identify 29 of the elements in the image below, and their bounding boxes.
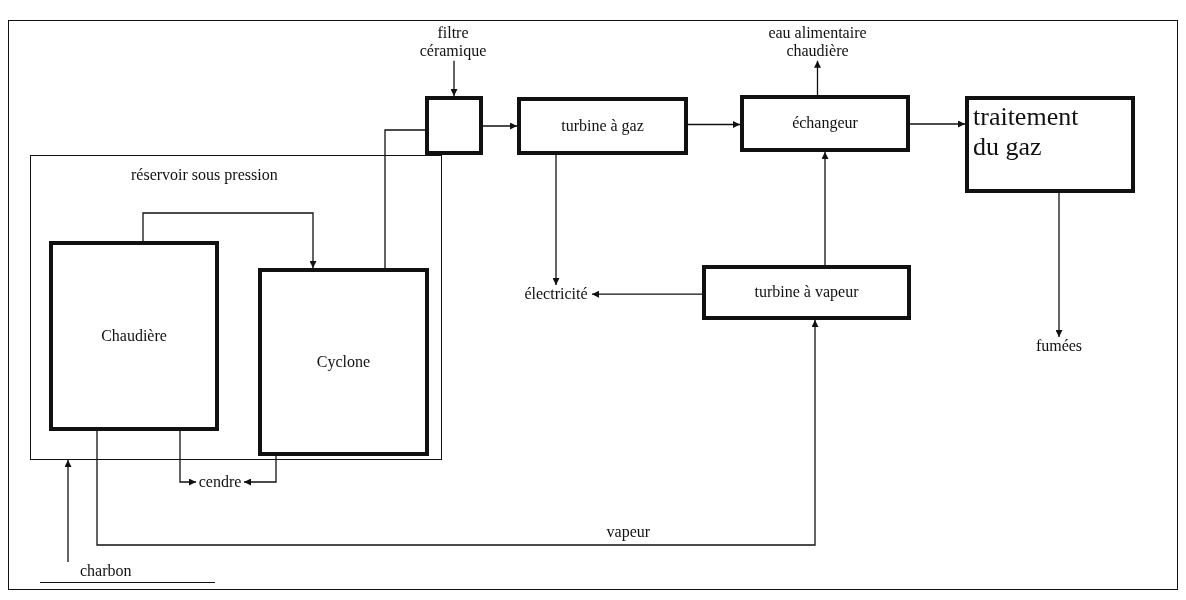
node-label: eau alimentaire chaudière	[760, 24, 875, 61]
node-label: filtre céramique	[408, 24, 498, 61]
filter-box	[425, 96, 483, 155]
arrow	[821, 151, 829, 266]
arrow	[552, 154, 560, 286]
arrow	[64, 459, 72, 563]
node-label: fumées	[1033, 337, 1085, 356]
arrow	[96, 319, 819, 546]
arrow	[909, 120, 966, 128]
process-box: turbine à gaz	[517, 97, 688, 155]
process-box: traitement du gaz	[965, 96, 1135, 193]
node-label: charbon	[40, 562, 215, 584]
arrow	[450, 60, 458, 97]
arrow	[142, 212, 317, 269]
process-box: Cyclone	[258, 268, 429, 456]
node-label: électricité	[520, 285, 592, 304]
arrow	[243, 455, 277, 486]
process-box: échangeur	[740, 95, 910, 152]
arrow	[1055, 192, 1063, 338]
process-box: turbine à vapeur	[702, 265, 911, 320]
arrow	[482, 122, 518, 130]
node-label: cendre	[196, 473, 244, 492]
arrow	[179, 430, 197, 486]
arrow	[687, 121, 741, 128]
vessel-label: réservoir sous pression	[131, 166, 278, 185]
vessel-box	[30, 155, 442, 460]
arrow	[591, 290, 703, 298]
arrow	[814, 60, 821, 96]
process-box: Chaudière	[49, 241, 219, 431]
